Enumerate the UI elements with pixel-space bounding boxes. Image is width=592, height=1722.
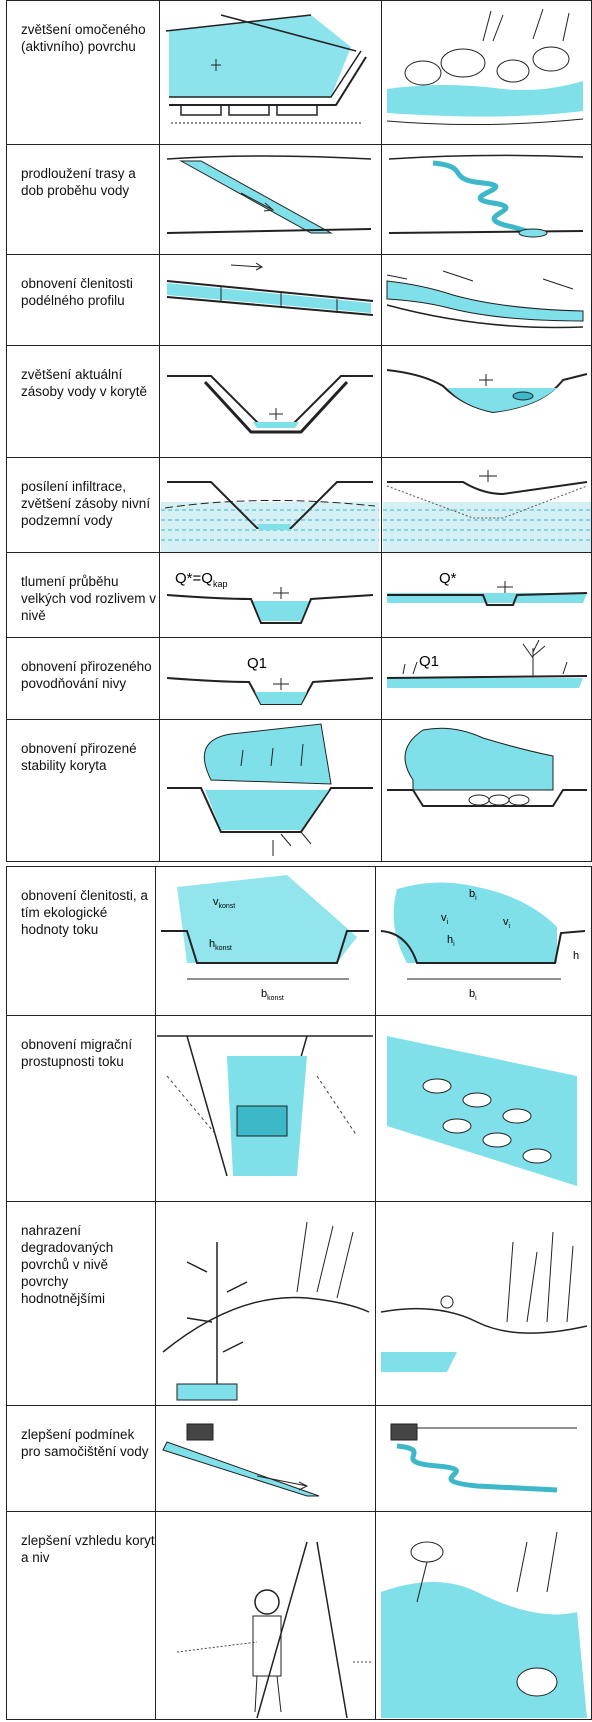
row-label: prodloužení trasy a dob proběhu vody [21,165,159,199]
row-label: nahrazení degradovaných povrchů v nivě p… [21,1222,155,1307]
stable-channel-sketch [383,720,591,864]
restored-floodplain-sketch [377,1202,591,1406]
low-infiltration-sketch [161,458,379,553]
row-label: obnovení členitosti podélného profilu [21,275,159,309]
table-row: obnovení migrační prostupnosti toku [7,1015,591,1201]
table-row: zlepšení vzhledu koryt a niv [7,1511,591,1721]
row-label: obnovení přirozeného povodňování nivy [21,658,159,692]
natural-flooding-sketch: Q1 [383,638,591,720]
straight-channel-sketch [161,145,379,255]
table-row: obnovení přirozené stability koryta [7,719,591,863]
q-star-label: Q* [439,570,457,587]
floodplain-spill-sketch: Q* [383,553,591,638]
row-label: posílení infiltrace, zvětšení zásoby niv… [21,478,159,529]
shallow-storage-sketch [161,346,379,458]
row-label: zlepšení vzhledu koryt a niv [21,1532,155,1566]
meandering-channel-sketch [383,145,591,255]
deep-storage-sketch [383,346,591,458]
concrete-channel-sketch [157,1512,373,1722]
technical-channel-sketch [161,1,379,144]
natural-stream-sketch [377,1512,591,1722]
table-row: posílení infiltrace, zvětšení zásoby niv… [7,457,591,552]
q-kap-label: Q*=Qkap [175,570,227,589]
comparison-table-1: zvětšení omočeného (aktivního) povrchu p… [6,0,592,862]
table-row: obnovení přirozeného povodňování nivy Q1… [7,637,591,719]
row-label: obnovení členitosti, a tím ekologické ho… [21,887,155,938]
uniform-profile-sketch [161,255,379,346]
table-row: nahrazení degradovaných povrchů v nivě p… [7,1201,591,1405]
row-label: tlumení průběhu velkých vod rozlivem v n… [21,573,159,624]
high-capacity-channel-sketch: Q*=Qkap [161,553,379,638]
b-konst-label: bkonst [261,988,284,1002]
table-row: obnovení členitosti, a tím ekologické ho… [7,867,591,1015]
natural-channel-sketch [383,1,591,144]
row-label: obnovení přirozené stability koryta [21,740,159,774]
row-label: obnovení migrační prostupnosti toku [21,1036,155,1070]
row-label: zvětšení omočeného (aktivního) povrchu [21,21,159,55]
h-edge-label: h [573,950,579,962]
row-label: zvětšení aktuální zásoby vody v korytě [21,366,159,400]
diverse-section-sketch: bi vi hi vi bi h [377,867,591,1015]
table-row: prodloužení trasy a dob proběhu vody [7,144,591,254]
diverse-profile-sketch [383,255,591,346]
row-label: zlepšení podmínek pro samočištění vody [21,1426,155,1460]
table-row: tlumení průběhu velkých vod rozlivem v n… [7,552,591,637]
comparison-table-2: obnovení členitosti, a tím ekologické ho… [6,866,592,1720]
uniform-section-sketch: vkonst hkonst bkonst [157,867,373,1015]
q1-label: Q1 [247,655,267,672]
degraded-floodplain-sketch [157,1202,373,1406]
straight-sewer-outlet-sketch [157,1406,373,1512]
unstable-channel-sketch [161,720,379,864]
table-row: zvětšení aktuální zásoby vody v korytě [7,345,591,457]
q1-label: Q1 [419,653,439,670]
high-infiltration-sketch [383,458,591,553]
meandering-outlet-sketch [377,1406,591,1512]
table-row: zlepšení podmínek pro samočištění vody [7,1405,591,1511]
table-row: zvětšení omočeného (aktivního) povrchu [7,1,591,144]
deep-channel-q1-sketch: Q1 [161,638,379,720]
fish-pass-sketch [377,1016,591,1202]
b-i-bottom-label: bi [469,988,477,1002]
table-row: obnovení členitosti podélného profilu [7,254,591,345]
weir-barrier-sketch [157,1016,373,1202]
